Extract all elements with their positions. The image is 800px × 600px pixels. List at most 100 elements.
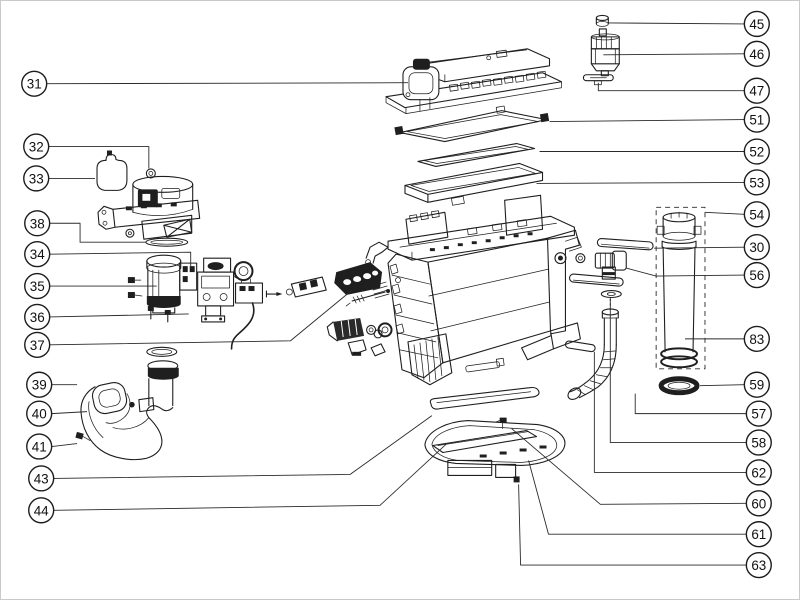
burner-cover-drawing: [385, 48, 563, 114]
callout-61: 61: [528, 460, 772, 548]
exchanger-clamp-and-spring-drawing: [365, 241, 390, 357]
callout-54: 54: [704, 201, 770, 228]
callout-58: 58: [609, 298, 772, 456]
callout-number: 52: [749, 144, 764, 159]
callout-leader-line: [49, 289, 353, 346]
callout-83: 83: [685, 325, 770, 353]
callout-33: 33: [23, 165, 96, 192]
callout-leader-line: [46, 82, 408, 85]
callout-number: 38: [30, 216, 45, 231]
callout-46: 46: [603, 40, 770, 67]
condensate-tray-drawing: [424, 386, 566, 483]
callout-57: 57: [634, 393, 772, 427]
callout-31: 31: [21, 70, 408, 97]
callout-51: 51: [549, 106, 770, 133]
callout-balloon: [745, 521, 772, 548]
callout-number: 34: [30, 247, 45, 262]
callout-balloon: [743, 371, 770, 398]
heat-exchanger-drawing: [387, 215, 582, 386]
callout-62: 62: [593, 351, 772, 486]
callout-leader-line: [549, 119, 745, 123]
pressure-switch-drawing: [230, 278, 283, 350]
callout-leader-line: [536, 181, 745, 184]
callout-balloon: [743, 77, 770, 104]
callout-leader-line: [49, 251, 192, 267]
callout-number: 41: [32, 440, 47, 455]
gasket-frame-drawing: [394, 105, 550, 143]
callout-leader-line: [654, 246, 745, 249]
pump-drawing: [146, 254, 198, 314]
callout-leader-line: [51, 443, 78, 447]
callout-35: 35: [24, 272, 157, 300]
callout-leader-line: [626, 267, 745, 277]
callout-32: 32: [23, 133, 150, 169]
callout-number: 51: [749, 113, 764, 128]
callout-number: 54: [749, 207, 764, 222]
callout-balloon: [743, 169, 770, 196]
callout-balloon: [745, 551, 772, 579]
callout-41: 41: [26, 433, 78, 460]
callout-balloon: [28, 497, 55, 524]
callout-balloon: [23, 133, 50, 160]
callout-number: 39: [32, 378, 47, 393]
callout-balloon: [24, 272, 51, 300]
flue-pipe-drawing: [655, 206, 706, 370]
callout-number: 33: [29, 171, 44, 186]
callout-leader-line: [528, 460, 747, 535]
callout-leader-line: [49, 222, 146, 243]
callout-43: 43: [28, 415, 433, 492]
callout-balloon: [23, 165, 50, 192]
callout-number: 40: [32, 407, 47, 422]
callout-balloon: [26, 433, 53, 460]
callout-number: 37: [30, 338, 45, 353]
callout-balloon: [743, 138, 770, 165]
callout-39: 39: [26, 371, 78, 398]
callout-balloon: [743, 10, 770, 38]
callout-balloon: [745, 429, 772, 456]
callout-leader-line: [634, 393, 747, 415]
callout-balloon: [24, 210, 51, 237]
flat-gasket-drawing: [417, 142, 536, 167]
callout-balloon: [743, 201, 770, 228]
sealing-ring-drawing: [658, 376, 700, 396]
callout-38: 38: [24, 210, 146, 243]
callout-balloon: [743, 106, 770, 133]
callout-leader-line: [608, 22, 745, 25]
callout-number: 30: [749, 240, 764, 255]
callout-balloon: [745, 459, 772, 486]
air-duct-hose-drawing: [75, 346, 179, 461]
callout-number: 53: [749, 175, 764, 190]
callout-59: 59: [699, 371, 770, 398]
gas-valve-drawing: [197, 257, 254, 323]
callout-63: 63: [518, 484, 772, 579]
callout-balloon: [24, 303, 51, 331]
callout-number: 46: [749, 47, 764, 62]
callout-60: 60: [511, 428, 772, 517]
callout-number: 43: [34, 471, 49, 486]
callout-number: 57: [751, 407, 766, 422]
callout-number: 45: [749, 17, 764, 32]
callout-leader-line: [593, 351, 747, 473]
callout-balloon: [743, 325, 770, 353]
callout-number: 56: [749, 268, 764, 283]
callout-36: 36: [24, 303, 189, 331]
fan-assembly-drawing: [96, 150, 201, 247]
callout-number: 47: [749, 84, 764, 99]
callout-balloon: [743, 234, 770, 261]
drain-hose-drawing: [567, 289, 622, 400]
callout-44: 44: [28, 443, 448, 524]
callout-leader-line: [51, 411, 88, 415]
callout-leader-line: [603, 53, 745, 56]
callout-56: 56: [626, 261, 770, 289]
callout-balloon: [743, 261, 770, 289]
callout-leader-line: [699, 384, 745, 387]
callout-number: 59: [749, 378, 764, 393]
callout-leader-line: [48, 146, 150, 169]
callout-leader-line: [518, 484, 747, 566]
callout-number: 32: [29, 140, 44, 155]
fittings-and-rods-drawing: [564, 237, 654, 353]
callout-balloon: [745, 490, 772, 517]
